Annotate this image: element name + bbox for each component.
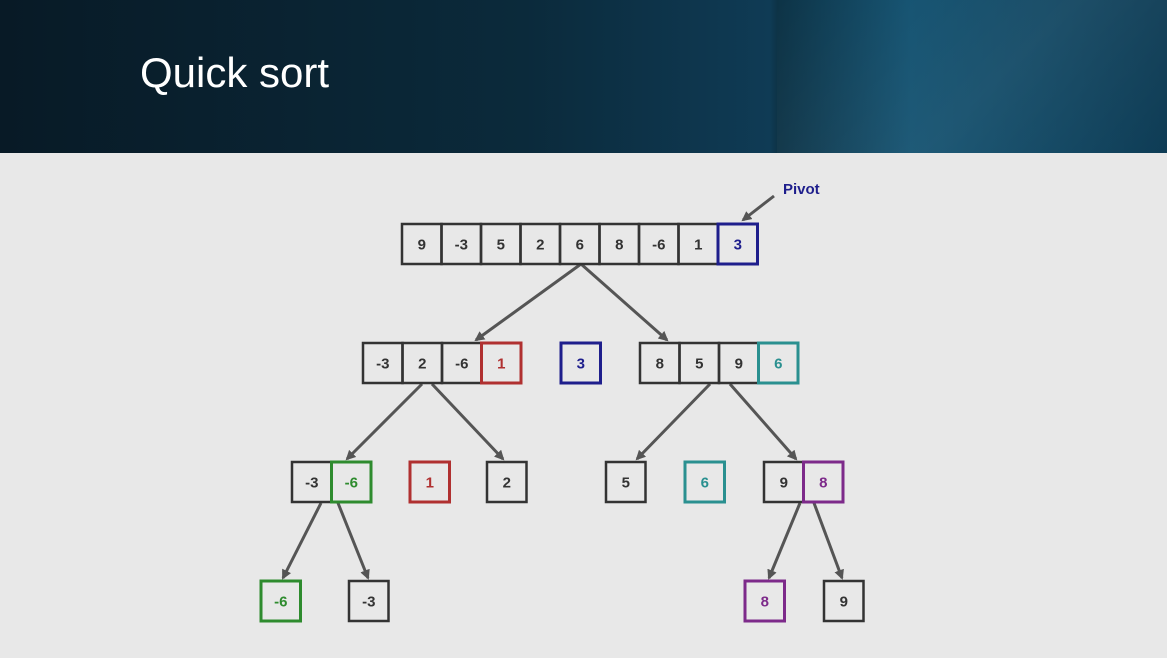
slide-header: Quick sort: [0, 0, 1167, 153]
array-cell-value: -3: [362, 594, 375, 611]
array-cell-value: 5: [622, 475, 630, 492]
array-cell-box: [559, 341, 602, 385]
split-arrow: [635, 382, 712, 461]
array-cell-value: -6: [455, 356, 468, 373]
array-cell-value: 1: [694, 237, 702, 254]
array-cell-box: [757, 341, 800, 385]
array-cell-box: [408, 460, 451, 504]
array-cell-value: -3: [305, 475, 318, 492]
array-cell-value: 2: [536, 237, 544, 254]
array-cell-value: -6: [274, 594, 287, 611]
pivot-pointer-arrow: [741, 194, 775, 222]
level0-array: 9 -3 5 2 6 8 -6 1 3: [400, 222, 759, 266]
array-cell-value: 8: [819, 475, 827, 492]
level2-box-e: 6: [683, 460, 726, 504]
split-arrow: [281, 502, 323, 580]
array-cell-value: 9: [418, 237, 426, 254]
array-cell-value: -6: [345, 475, 358, 492]
level2-array-a: -3 -6: [290, 460, 373, 504]
split-arrow: [345, 382, 424, 461]
array-cell-value: 3: [734, 237, 742, 254]
array-cell-value: -6: [652, 237, 665, 254]
level1-pivot-box: 3: [559, 341, 602, 385]
array-cell-box: [330, 460, 373, 504]
slide-body: [0, 153, 1167, 658]
split-arrow: [430, 382, 505, 461]
array-cell-value: -3: [376, 356, 389, 373]
array-cell-value: 9: [735, 356, 743, 373]
array-cell-box: [259, 579, 302, 623]
level3-box-b: -3: [347, 579, 390, 623]
split-arrow: [728, 383, 798, 461]
array-cell-box: [683, 460, 726, 504]
array-cell-value: 1: [426, 475, 434, 492]
array-cell-value: 9: [840, 594, 848, 611]
array-cell-value: -3: [455, 237, 468, 254]
array-cell-box: [716, 222, 759, 266]
level3-box-c: 8: [743, 579, 786, 623]
slide-title: Quick sort: [140, 49, 330, 96]
split-arrow: [767, 502, 802, 580]
array-cell-value: 8: [656, 356, 664, 373]
pivot-label: Pivot: [783, 181, 820, 198]
array-cell-value: 2: [503, 475, 511, 492]
array-cell-box: [485, 460, 528, 504]
arrows-group: [281, 194, 844, 580]
level2-box-d: 5: [604, 460, 647, 504]
array-cell-value: 6: [576, 237, 584, 254]
array-cell-box: [347, 579, 390, 623]
split-arrow: [336, 502, 370, 580]
array-cell-value: 5: [695, 356, 703, 373]
array-cell-value: 6: [774, 356, 782, 373]
split-arrow: [474, 262, 582, 342]
array-cell-box: [480, 341, 523, 385]
array-cell-value: 9: [780, 475, 788, 492]
array-cell-box: [802, 460, 845, 504]
level1-left-array: -3 2 -6 1: [361, 341, 523, 385]
level1-right-array: 8 5 9 6: [638, 341, 800, 385]
array-cell-box: [743, 579, 786, 623]
array-cell-value: 8: [615, 237, 623, 254]
level3-box-a: -6: [259, 579, 302, 623]
array-cell-value: 5: [497, 237, 505, 254]
level3-box-d: 9: [822, 579, 865, 623]
array-cell-value: 2: [418, 356, 426, 373]
level2-box-c: 2: [485, 460, 528, 504]
split-arrow: [812, 502, 844, 580]
array-cell-value: 6: [701, 475, 709, 492]
array-cell-value: 8: [761, 594, 769, 611]
array-cell-value: 3: [577, 356, 585, 373]
array-cell-box: [822, 579, 865, 623]
level2-box-b: 1: [408, 460, 451, 504]
array-cell-box: [604, 460, 647, 504]
array-cell-value: 1: [497, 356, 505, 373]
split-arrow: [580, 262, 669, 342]
